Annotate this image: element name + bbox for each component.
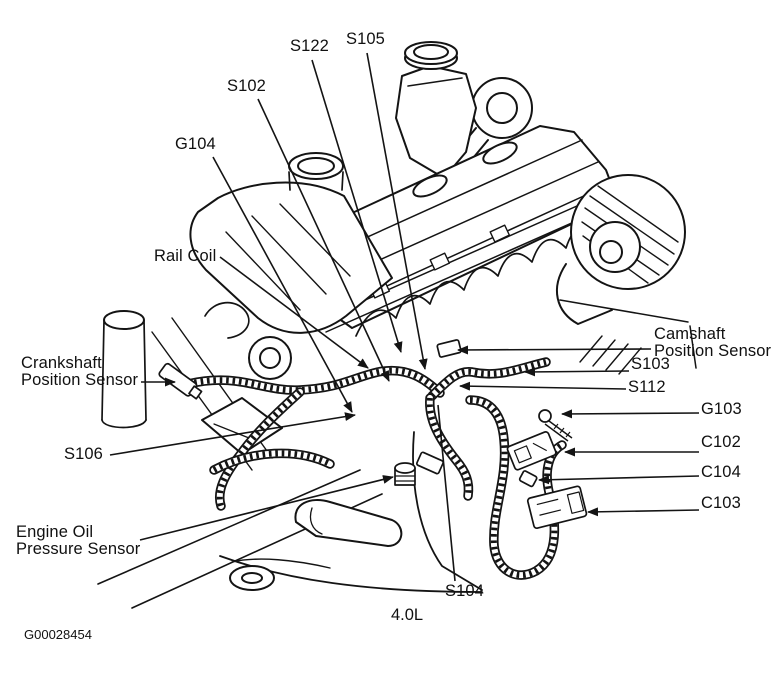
callout-rail-coil: Rail Coil xyxy=(154,247,217,265)
g103-bolt xyxy=(538,409,573,442)
leader-g103 xyxy=(561,409,700,419)
leader-s112 xyxy=(459,381,627,391)
intake-plenum xyxy=(189,152,393,334)
leader-rail-coil xyxy=(219,256,369,369)
camshaft-sensor-part xyxy=(436,339,462,358)
callout-line: Position Sensor xyxy=(21,371,139,389)
engine-art-group xyxy=(97,41,697,609)
callout-line: Pressure Sensor xyxy=(16,540,141,558)
callout-g103: G103 xyxy=(701,400,742,418)
callout-line: Camshaft xyxy=(654,325,726,343)
callout-line: Position Sensor xyxy=(654,342,772,360)
leader-s122 xyxy=(311,59,403,353)
figure-id: G00028454 xyxy=(24,627,92,642)
leader-camshaft-sensor xyxy=(457,345,652,355)
leader-oil-pressure-sensor xyxy=(139,475,394,541)
leader-s106 xyxy=(109,412,356,456)
connectors-group xyxy=(158,339,588,530)
leader-s103 xyxy=(524,367,630,377)
engine-block-left xyxy=(101,310,292,471)
callout-s102: S102 xyxy=(227,77,266,95)
callout-s112: S112 xyxy=(628,378,666,396)
oil-pressure-sensor-part xyxy=(394,462,416,486)
callout-s106: S106 xyxy=(64,445,103,463)
leader-s105 xyxy=(366,52,428,370)
callout-c103: C103 xyxy=(701,494,741,512)
leader-s102 xyxy=(257,98,390,382)
callout-engine-oil-pressure-sensor: Engine Oil Pressure Sensor xyxy=(16,524,140,558)
c104-branch xyxy=(518,470,538,488)
callout-c102: C102 xyxy=(701,433,741,451)
cylinder-head xyxy=(355,203,615,337)
callout-line: Crankshaft xyxy=(21,354,102,372)
callout-line: Engine Oil xyxy=(16,523,94,541)
leader-lines xyxy=(109,52,700,582)
engine-size-caption: 4.0L xyxy=(391,606,424,624)
leader-s104 xyxy=(437,404,456,582)
callout-c104: C104 xyxy=(701,463,741,481)
callout-s105: S105 xyxy=(346,30,385,48)
callout-s103: S103 xyxy=(631,355,670,373)
c103-connector xyxy=(526,485,588,530)
leader-c103 xyxy=(587,507,700,517)
callout-s122: S122 xyxy=(290,37,329,55)
callout-crankshaft-position-sensor: Crankshaft Position Sensor xyxy=(21,355,138,389)
callout-g104: G104 xyxy=(175,135,216,153)
leader-g104 xyxy=(212,156,353,413)
reservoir xyxy=(395,41,477,179)
oil-pan xyxy=(97,431,483,609)
water-neck xyxy=(204,301,250,339)
callout-camshaft-position-sensor: Camshaft Position Sensor xyxy=(654,326,771,360)
c102-connector xyxy=(506,431,557,471)
wiring-harness xyxy=(183,357,567,580)
leader-c104 xyxy=(538,475,700,485)
s104-connector xyxy=(415,451,445,475)
callout-s104: S104 xyxy=(445,582,484,600)
alternator xyxy=(556,174,686,325)
